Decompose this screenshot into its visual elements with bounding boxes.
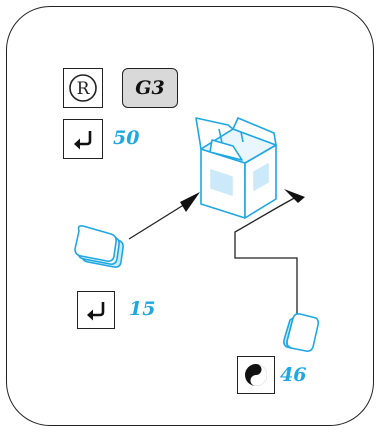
return-arrow-icon bbox=[87, 302, 105, 321]
model-code-label: G3 bbox=[135, 77, 165, 99]
registered-trademark-icon: R bbox=[69, 74, 97, 102]
open-box bbox=[195, 117, 277, 219]
foot-pad-stack bbox=[74, 225, 124, 268]
registered-symbol-box: R bbox=[63, 68, 103, 108]
return-arrow-icon bbox=[74, 131, 92, 150]
callout-50-icon-box bbox=[63, 119, 103, 159]
callout-50-number: 50 bbox=[113, 127, 140, 149]
svg-text:R: R bbox=[77, 79, 91, 99]
arrowhead-right bbox=[284, 189, 305, 203]
arrowhead-left bbox=[180, 192, 200, 212]
callout-15-icon-box bbox=[77, 291, 115, 329]
callout-46-number: 46 bbox=[280, 364, 307, 386]
yin-yang-icon bbox=[245, 364, 267, 386]
callout-46-icon-box bbox=[237, 356, 275, 394]
model-code-badge: G3 bbox=[122, 68, 178, 108]
single-foot-pad bbox=[283, 313, 320, 352]
callout-15-number: 15 bbox=[129, 298, 156, 320]
leader-lines bbox=[128, 195, 299, 314]
